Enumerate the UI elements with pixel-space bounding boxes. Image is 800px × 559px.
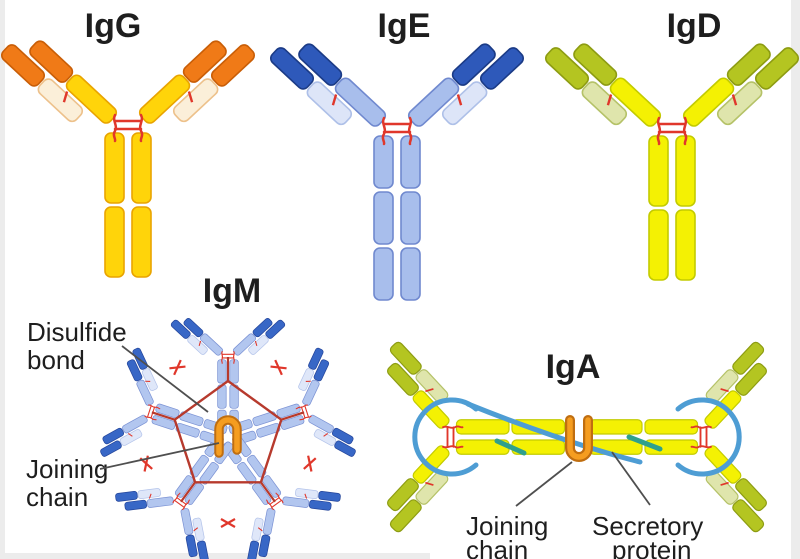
igm-joining-chain-label-line2: chain [26, 482, 88, 512]
left-edge [0, 0, 5, 559]
igm-pentamer [91, 312, 365, 559]
right-edge [791, 0, 800, 559]
igd-label: IgD [667, 7, 722, 45]
secretory-protein-right-arc [675, 397, 742, 477]
iga-monomer-right [590, 340, 778, 533]
secretory-protein-pointer-line [611, 451, 651, 506]
secretory-protein-segment-left [494, 438, 527, 456]
disulfide-bond-label-line2: bond [27, 345, 85, 375]
iga-joining-chain-core [567, 417, 591, 460]
ige-antibody [268, 29, 525, 300]
bottom-edge [0, 553, 430, 559]
disulfide-bond-pointer-line [121, 345, 209, 413]
igm-disulfide-pentagon [173, 379, 283, 484]
iga-joining-chain-label-line2: chain [466, 535, 528, 559]
igm-radial-bonds [151, 357, 305, 503]
iga-label: IgA [546, 348, 601, 386]
igm-joining-chain-core [216, 417, 240, 456]
igm-joining-chain-pointer-line [99, 442, 220, 470]
iga-joining-chain-pointer-line [515, 461, 573, 507]
secretory-protein-label-line1: Secretory [592, 511, 703, 541]
igg-label: IgG [85, 7, 142, 45]
secretory-protein-strand [465, 401, 643, 465]
igm-label: IgM [203, 272, 262, 310]
secretory-protein-left-arc [412, 397, 479, 477]
secretory-protein-label-line2: protein [612, 535, 692, 559]
iga-joining-chain-label-line1: Joining [466, 511, 548, 541]
iga-dimer [377, 340, 778, 533]
iga-monomer-left [377, 340, 565, 533]
secretory-protein-segment-right [626, 434, 663, 452]
igm-joining-chain-label-line1: Joining [26, 454, 108, 484]
ige-label: IgE [378, 7, 431, 45]
igg-antibody [0, 26, 257, 277]
disulfide-bond-label-line1: Disulfide [27, 317, 127, 347]
igd-antibody [543, 29, 800, 280]
